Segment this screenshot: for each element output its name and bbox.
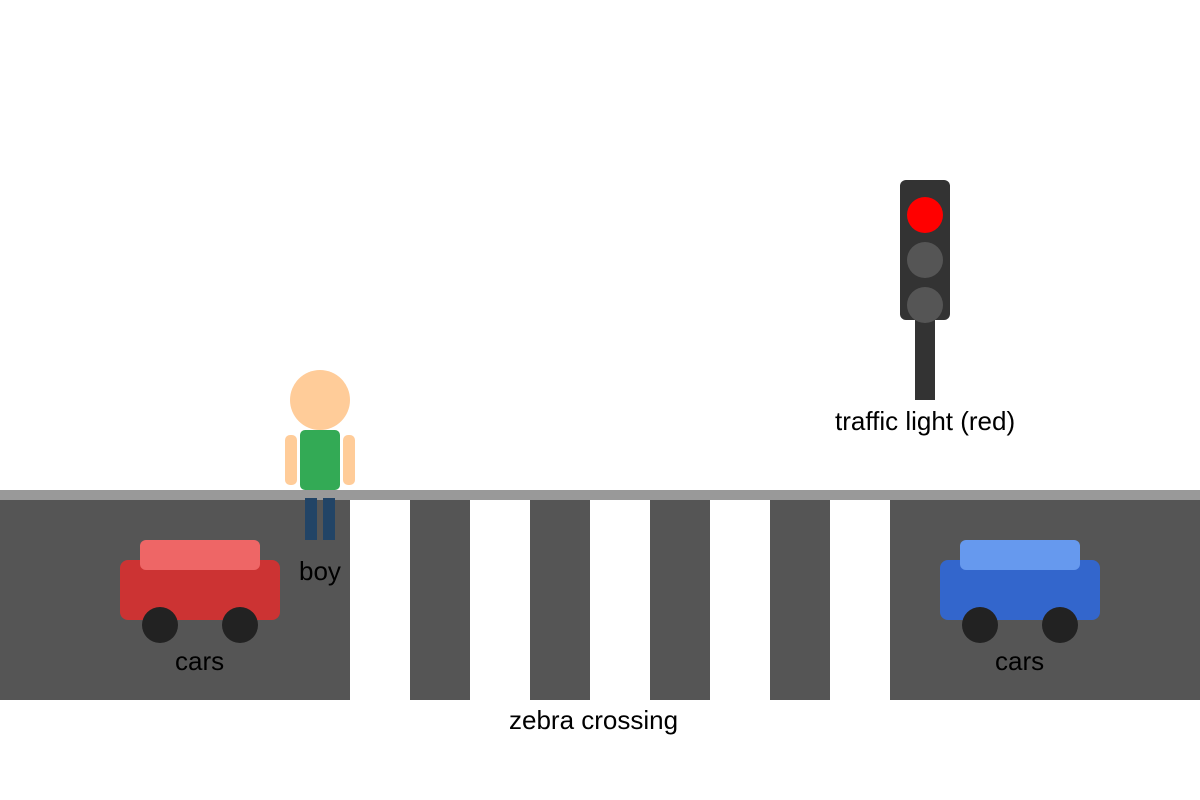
car-right-body	[940, 560, 1100, 620]
zebra-stripe	[470, 500, 530, 700]
car-right-front-wheel	[962, 607, 998, 643]
cars-right-label: cars	[995, 646, 1045, 676]
car-right-rear-wheel	[1042, 607, 1078, 643]
car-right	[940, 540, 1100, 643]
car-right-roof	[960, 540, 1080, 570]
boy-right-arm	[343, 435, 355, 485]
zebra-stripe	[590, 500, 650, 700]
curb	[0, 490, 1200, 500]
traffic-light-green-lamp	[907, 287, 943, 323]
boy-shirt	[300, 430, 340, 490]
traffic-light-label: traffic light (red)	[835, 406, 1016, 436]
boy-figure	[285, 370, 355, 540]
boy-left-leg	[305, 498, 317, 540]
boy-right-leg	[323, 498, 335, 540]
zebra-crossing-label: zebra crossing	[509, 705, 679, 735]
traffic-light-amber-lamp	[907, 242, 943, 278]
zebra-stripe	[710, 500, 770, 700]
boy-left-arm	[285, 435, 297, 485]
boy-label: boy	[299, 556, 341, 586]
zebra-stripe	[350, 500, 410, 700]
car-left-front-wheel	[142, 607, 178, 643]
zebra-stripe	[830, 500, 890, 700]
car-left-roof	[140, 540, 260, 570]
car-left	[120, 540, 280, 643]
traffic-light-red-lamp	[907, 197, 943, 233]
boy-head	[290, 370, 350, 430]
car-left-rear-wheel	[222, 607, 258, 643]
zebra-crossing	[350, 500, 890, 700]
traffic-light-pole	[915, 318, 935, 400]
car-left-body	[120, 560, 280, 620]
cars-left-label: cars	[175, 646, 225, 676]
traffic-light	[900, 180, 950, 400]
